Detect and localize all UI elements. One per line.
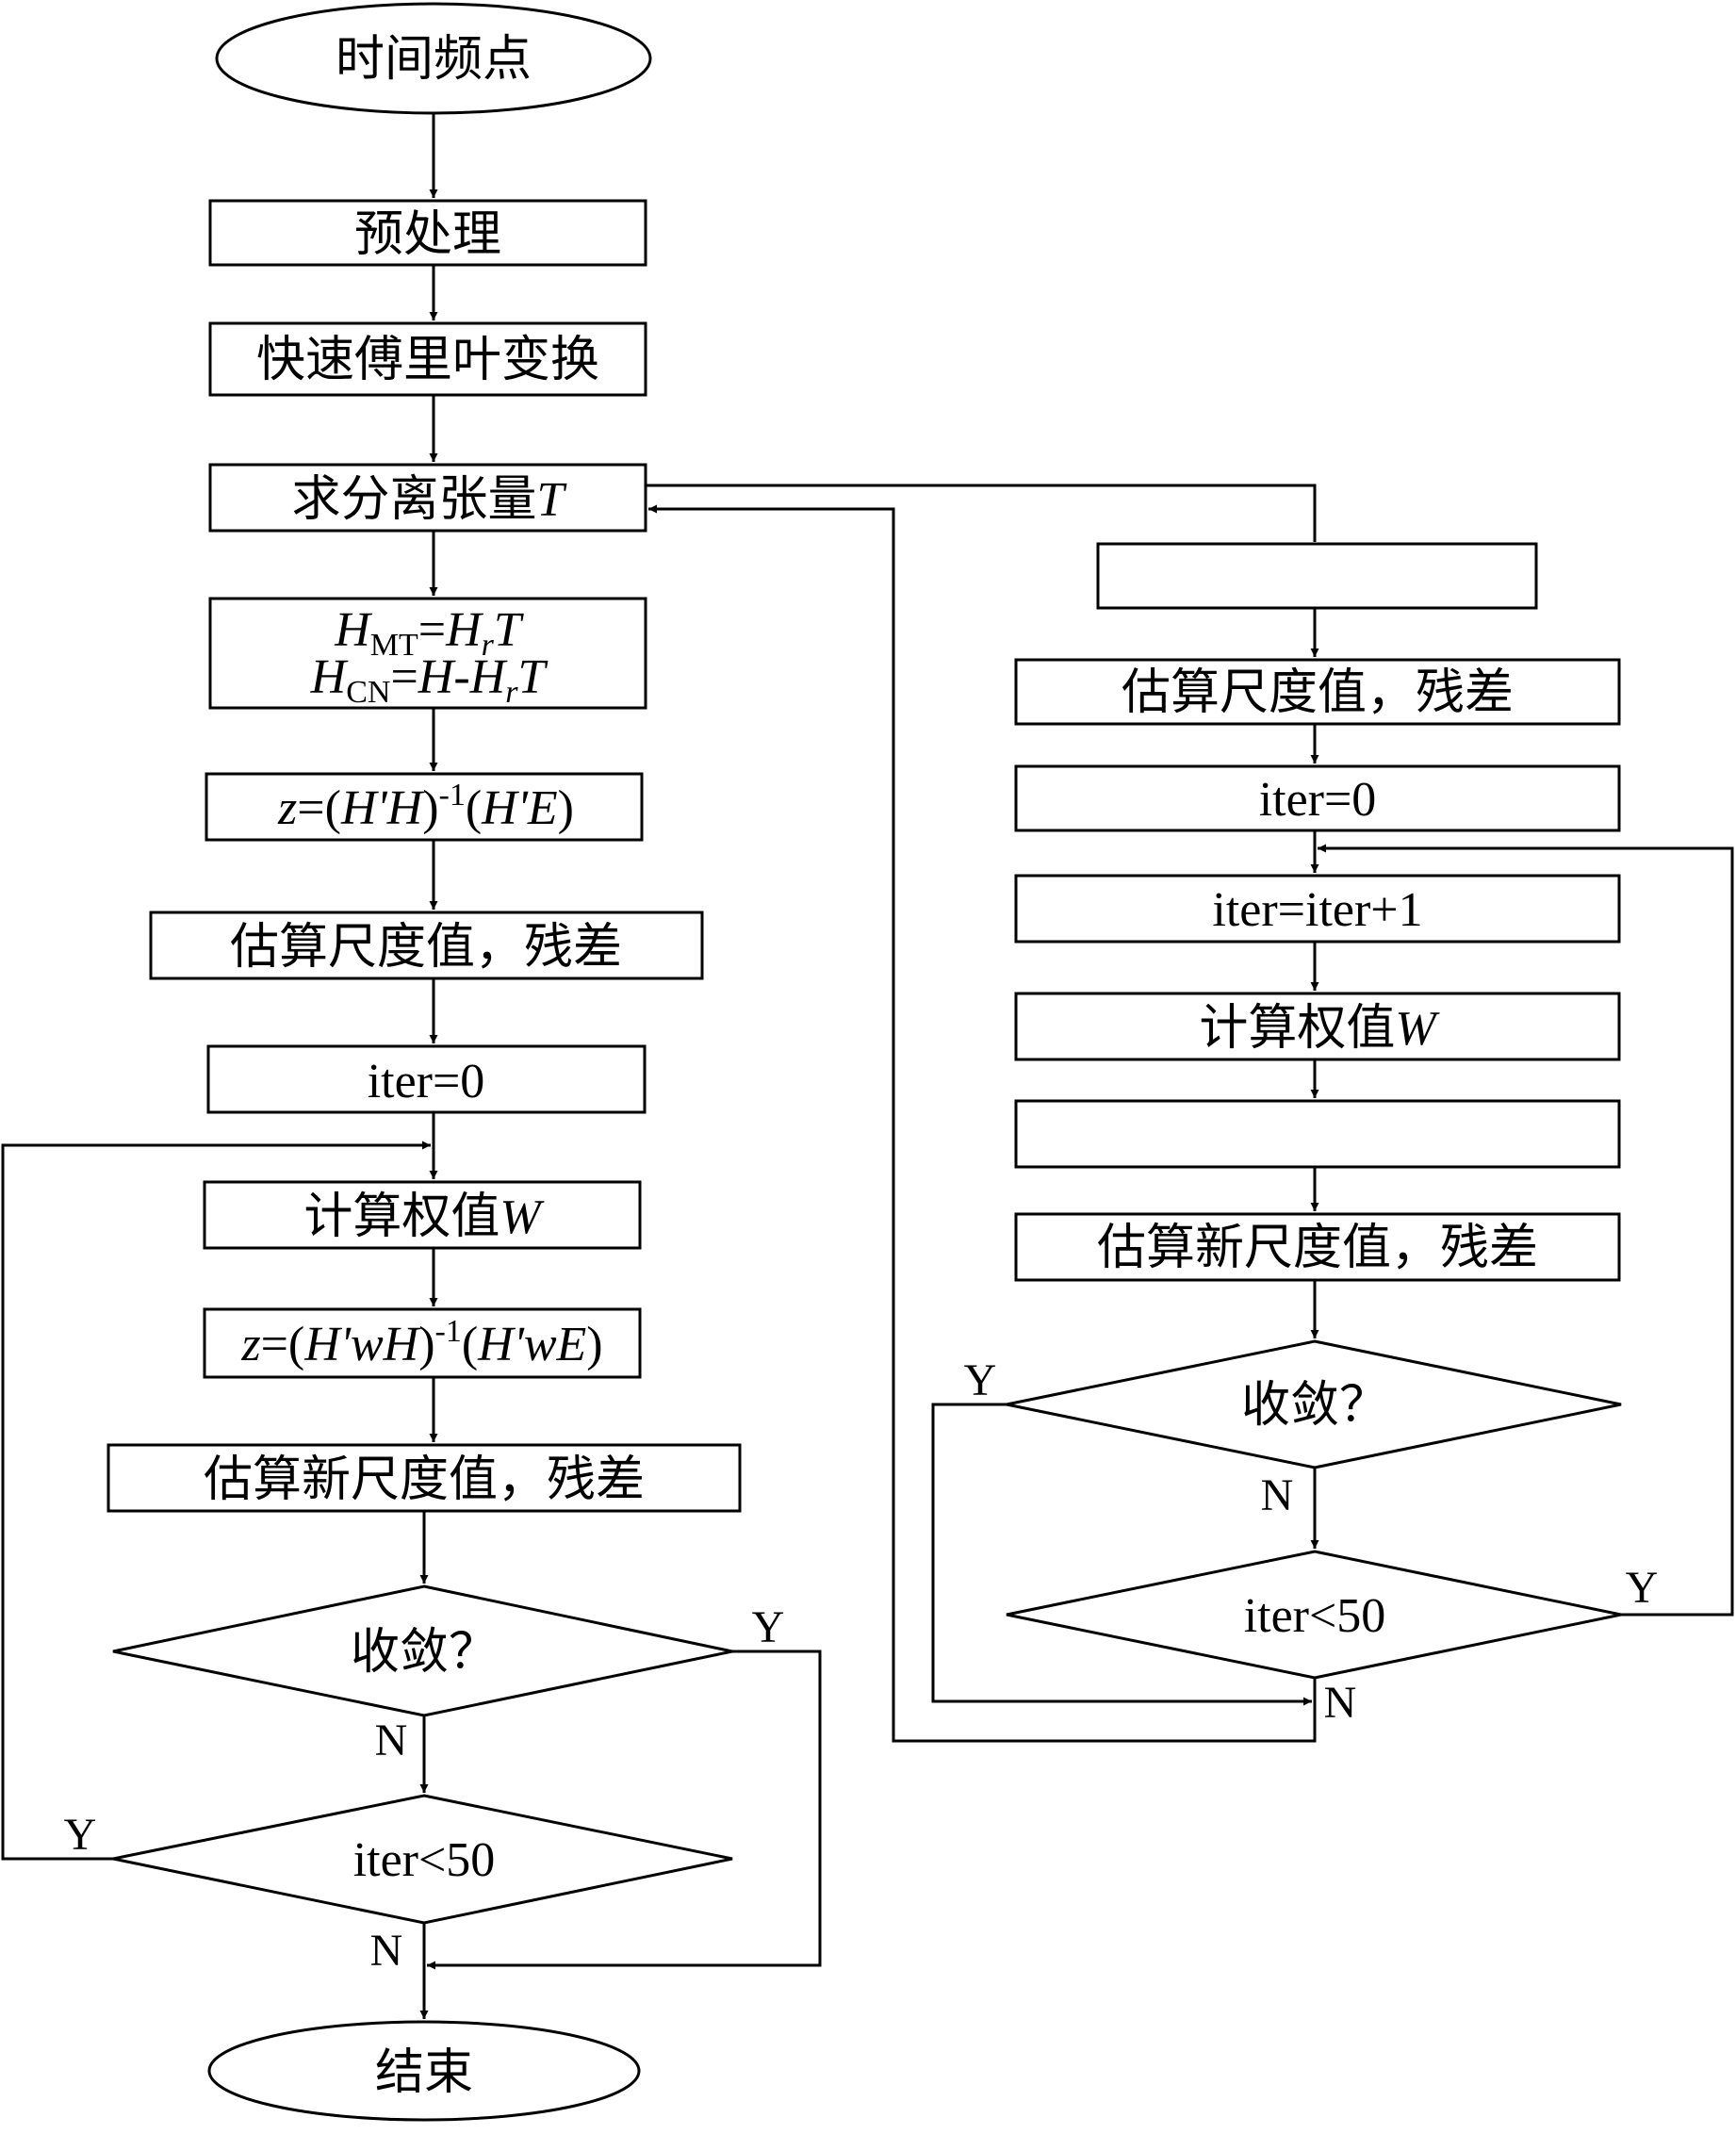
fft-box — [208, 321, 647, 397]
right-estimate-label: 估算尺度值，残差 — [1122, 665, 1514, 721]
estimate-new-label: 估算新尺度值，残差 — [204, 1452, 645, 1508]
right-compute-weight-label: 计算权值W — [1199, 1000, 1440, 1057]
return-to-separate-tensor — [648, 504, 1317, 1743]
least-squares-box — [205, 772, 644, 842]
right-estimate-box — [1014, 658, 1621, 726]
right-converge-label: 收敛？ — [1241, 1377, 1388, 1434]
separate-tensor-box — [208, 463, 647, 533]
compute-weight-label: 计算权值W — [303, 1189, 545, 1245]
converge-yes-path — [427, 1650, 822, 1970]
right-iter-yes-loop — [1318, 844, 1734, 1617]
right-iter-init-label: iter=0 — [1259, 773, 1377, 827]
end-terminal — [207, 2020, 641, 2122]
estimate-box — [149, 911, 704, 980]
right-top-box — [1096, 542, 1538, 610]
right-entry-line — [646, 484, 1317, 542]
decomposition-box — [208, 597, 647, 710]
right-iter-yes-label: Y — [1626, 1563, 1659, 1613]
right-estimate-new-box — [1014, 1212, 1621, 1282]
right-converge-yes-label: Y — [964, 1355, 997, 1405]
converge-label: 收敛？ — [351, 1624, 498, 1681]
separate-tensor-label: 求分离张量T — [292, 471, 567, 528]
converge-yes-label: Y — [752, 1602, 785, 1652]
right-converge-yes-path — [931, 1403, 1312, 1706]
right-blank-box — [1014, 1099, 1621, 1169]
iter-init-label: iter=0 — [368, 1055, 485, 1108]
estimate-new-box — [106, 1443, 742, 1513]
hmt-equation: HMT=HrT — [334, 603, 524, 663]
right-compute-weight-box — [1014, 992, 1621, 1061]
right-iter-no-label: N — [1324, 1678, 1357, 1728]
weighted-ls-box — [203, 1307, 642, 1379]
iter-no-label: N — [370, 1926, 403, 1976]
right-flow: 估算尺度值，残差 iter=0 iter=iter+1 计算权值W 估算新尺度值… — [646, 484, 1734, 1743]
iter-yes-loop — [1, 1141, 431, 1861]
hcn-equation: HCN=H-HrT — [310, 650, 549, 710]
least-squares-equation: z=(H'H)-1(H'E) — [277, 778, 574, 835]
left-flow: 时间频点 预处理 快速傅里叶变换 求分离张量T HMT=HrT HCN=H-Hr… — [1, 2, 822, 2122]
preprocess-box — [208, 199, 647, 267]
right-iter-inc-label: iter=iter+1 — [1212, 883, 1422, 937]
iter-limit-label: iter<50 — [353, 1833, 496, 1887]
iter-yes-label: Y — [64, 1810, 97, 1860]
fft-label: 快速傅里叶变换 — [256, 332, 599, 388]
iter-init-box — [206, 1044, 647, 1114]
end-label: 结束 — [375, 2044, 473, 2101]
weighted-ls-equation: z=(H'wH)-1(H'wE) — [240, 1314, 602, 1371]
right-estimate-new-label: 估算新尺度值，残差 — [1097, 1220, 1538, 1276]
estimate-label: 估算尺度值，残差 — [230, 919, 622, 976]
right-iter-limit-label: iter<50 — [1244, 1589, 1386, 1643]
right-iter-init-box — [1014, 764, 1621, 832]
right-converge-no-label: N — [1261, 1470, 1294, 1520]
preprocess-label: 预处理 — [354, 206, 501, 263]
start-label: 时间频点 — [336, 31, 532, 88]
right-iter-inc-box — [1014, 874, 1621, 944]
compute-weight-box — [203, 1180, 642, 1250]
converge-no-label: N — [375, 1715, 408, 1765]
